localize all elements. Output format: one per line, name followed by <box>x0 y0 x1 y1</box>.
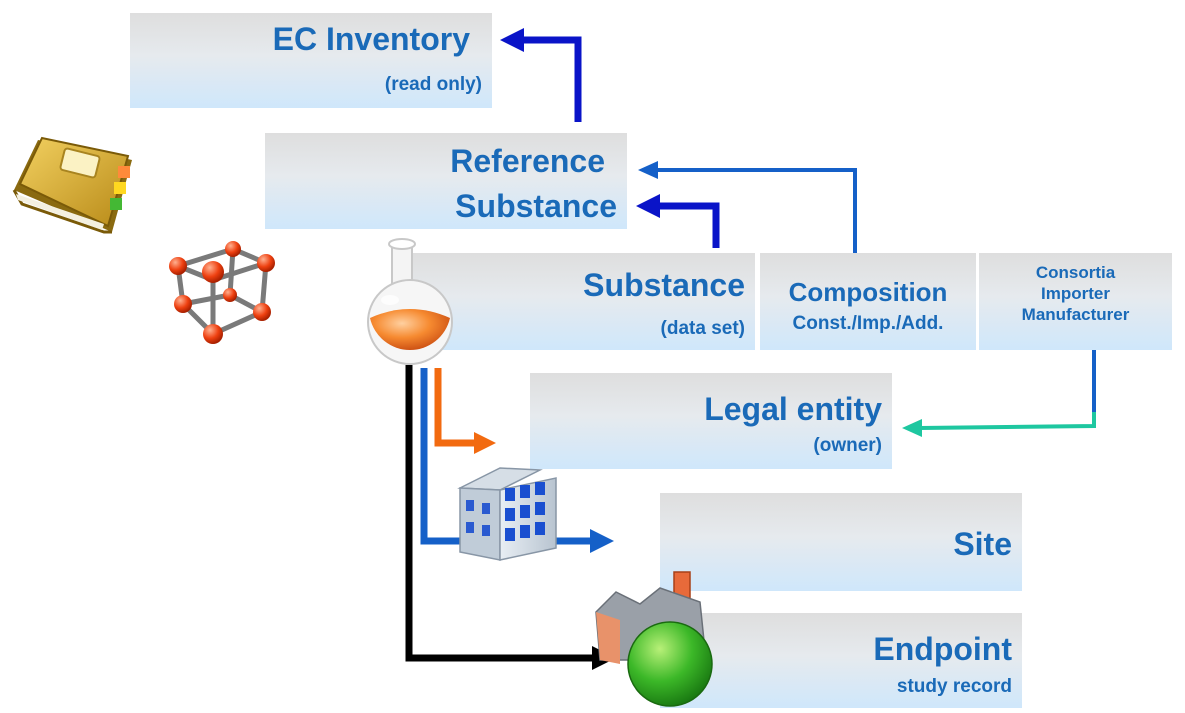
endpoint-sub: study record <box>670 676 1012 698</box>
consortia-line3: Manufacturer <box>1021 305 1130 324</box>
ec-inventory-sub: (read only) <box>140 74 482 96</box>
reference-substance-label: Reference <box>275 144 605 178</box>
site-title: Site <box>953 526 1012 562</box>
legal-entity-title: Legal entity <box>704 391 882 427</box>
reference-substance-label2: Substance <box>275 189 617 223</box>
substance-box <box>398 253 755 350</box>
consortia-label: Consortia Importer Manufacturer <box>979 262 1172 325</box>
legal-entity-label: Legal entity <box>540 392 882 426</box>
consortia-box <box>979 253 1172 350</box>
molecule-icon <box>169 241 275 344</box>
consortia-line1: Consortia <box>1035 263 1116 282</box>
substance-label: Substance <box>420 268 745 302</box>
substance-title: Substance <box>583 267 745 303</box>
endpoint-box <box>660 613 1022 708</box>
endpoint-subtitle: study record <box>896 676 1012 697</box>
endpoint-label: Endpoint <box>670 632 1012 666</box>
site-label: Site <box>670 527 1012 561</box>
arrow-substance-to-legal-entity <box>434 368 496 454</box>
arrow-consortia-to-legal-entity <box>902 350 1096 437</box>
arrow-substance-to-reference <box>636 194 720 248</box>
consortia-line2: Importer <box>1041 284 1110 303</box>
arrow-composition-to-reference <box>638 161 857 253</box>
site-box <box>660 493 1022 591</box>
ec-inventory-label: EC Inventory <box>140 22 470 56</box>
reference-substance-line1: Reference <box>450 143 605 179</box>
composition-subtitle: Const./Imp./Add. <box>792 313 944 334</box>
composition-box <box>760 253 976 350</box>
factory-icon <box>595 571 713 707</box>
flask-icon <box>367 238 453 365</box>
composition-label: Composition <box>760 278 976 306</box>
legal-entity-sub: (owner) <box>540 435 882 457</box>
endpoint-title: Endpoint <box>873 631 1012 667</box>
building-icon <box>457 467 557 561</box>
substance-sub: (data set) <box>420 318 745 340</box>
reference-substance-line2: Substance <box>455 188 617 224</box>
reference-substance-box <box>265 133 627 229</box>
composition-title: Composition <box>788 277 948 307</box>
legal-entity-subtitle: (owner) <box>813 435 882 456</box>
substance-subtitle: (data set) <box>660 318 745 339</box>
ec-inventory-box <box>130 13 492 108</box>
book-icon <box>12 136 132 234</box>
ec-inventory-title: EC Inventory <box>272 21 470 57</box>
ec-inventory-subtitle: (read only) <box>384 74 482 95</box>
arrow-to-ec-inventory <box>500 28 582 122</box>
composition-sub: Const./Imp./Add. <box>760 313 976 335</box>
legal-entity-box <box>530 373 892 469</box>
